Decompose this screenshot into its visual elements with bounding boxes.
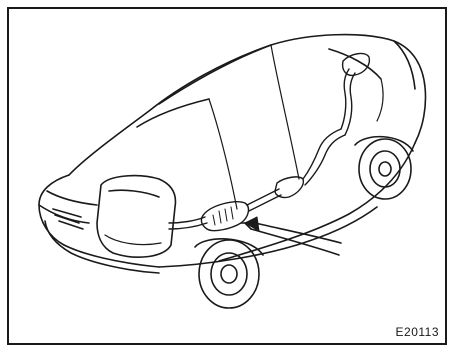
engine-block (97, 176, 175, 258)
figure-code: E20113 (396, 325, 439, 339)
catalytic-converter (201, 202, 248, 231)
front-wheel (195, 239, 263, 308)
diagram-frame: E20113 (7, 7, 447, 345)
car-body (39, 35, 426, 273)
rear-wheel (355, 137, 413, 199)
car-exhaust-illustration (9, 9, 445, 343)
